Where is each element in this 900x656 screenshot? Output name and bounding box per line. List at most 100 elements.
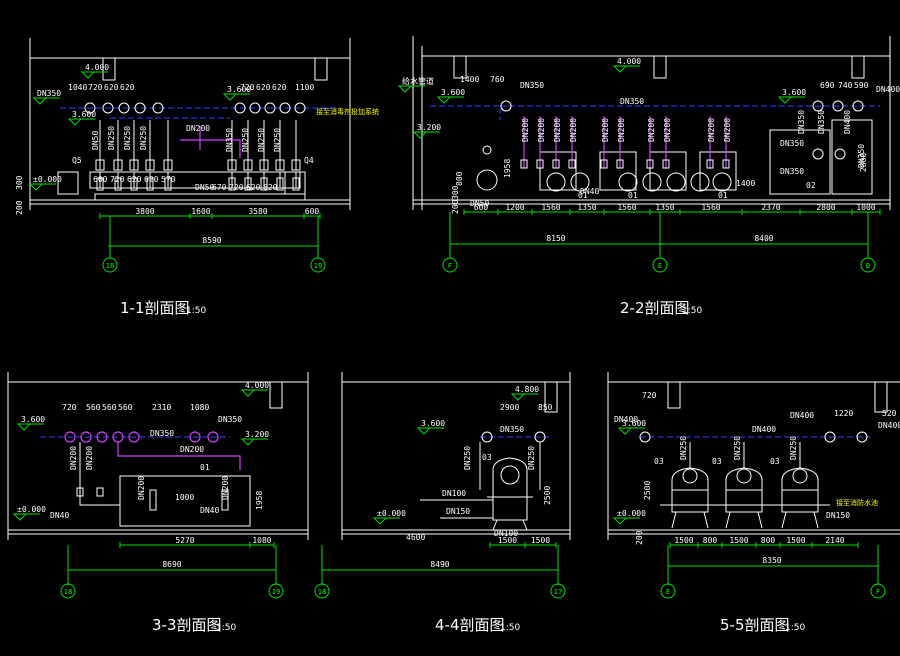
- label: 2310: [152, 403, 171, 412]
- label: 1040: [68, 83, 87, 92]
- label: 620: [144, 175, 159, 184]
- elevation-label: 3.600: [72, 110, 96, 119]
- pipe-section: [279, 102, 291, 114]
- axis-label: E: [666, 588, 670, 596]
- axis-bubble: [870, 583, 886, 599]
- cabinet-right: [831, 119, 873, 195]
- axis-label: 18: [64, 588, 72, 596]
- elevation-label: ±0.000: [377, 509, 406, 518]
- axis-bubble: [860, 257, 876, 273]
- elevation-label: ±0.000: [617, 509, 646, 518]
- label: 620: [120, 83, 135, 92]
- label: DN350: [150, 429, 174, 438]
- pipe-section: [294, 102, 306, 114]
- label: DN250: [257, 128, 266, 152]
- elevation-marker: [16, 423, 32, 431]
- elevation-marker: [28, 183, 44, 191]
- valve: [536, 159, 544, 169]
- elevation-marker: [436, 96, 452, 104]
- elevation-label: ±0.000: [33, 175, 62, 184]
- axis-bubble: [442, 257, 458, 273]
- label: 200: [635, 530, 644, 545]
- label: 620: [127, 175, 142, 184]
- pump-round: [690, 172, 710, 192]
- valve: [221, 489, 229, 511]
- elevation-marker: [222, 93, 238, 101]
- elevation-marker: [240, 438, 256, 446]
- pipe-section: [134, 102, 146, 114]
- label: 560: [118, 403, 133, 412]
- label: 800: [455, 171, 464, 186]
- dim-value: 600: [474, 203, 489, 212]
- beam: [851, 55, 865, 79]
- axis-label: 18: [106, 262, 114, 270]
- label: 03: [482, 453, 492, 462]
- elevation-label: 4.000: [617, 57, 641, 66]
- label: DN400: [790, 411, 814, 420]
- label: DN250: [241, 128, 250, 152]
- label: 760: [490, 75, 505, 84]
- section-scale: 1:50: [186, 306, 206, 316]
- dim-value: 1080: [252, 536, 271, 545]
- axis-bubble: [652, 257, 668, 273]
- elevation-label: 4.000: [85, 63, 109, 72]
- filter-vessel: [671, 467, 709, 513]
- tank-left: [57, 171, 79, 195]
- label: 620: [246, 183, 261, 192]
- label: DN350: [780, 139, 804, 148]
- valve: [662, 159, 670, 169]
- pipe-section: [832, 100, 844, 112]
- label: 560: [86, 403, 101, 412]
- label: 2500: [643, 481, 652, 500]
- elevation-marker: [240, 389, 256, 397]
- dim-value: 1500: [674, 536, 693, 545]
- beam: [314, 57, 328, 81]
- label: 670: [212, 183, 227, 192]
- elevation-marker: [412, 131, 428, 139]
- label: 01: [628, 191, 638, 200]
- axis-label: 17: [554, 588, 562, 596]
- label: DN350: [817, 110, 826, 134]
- elevation-marker: [777, 96, 793, 104]
- valve: [616, 159, 624, 169]
- elevation-label: 3.600: [421, 419, 445, 428]
- elevation-label: 给水管道: [402, 76, 434, 86]
- elevation-label: 3.600: [622, 419, 646, 428]
- label: 720: [88, 83, 103, 92]
- section-title: 5-5剖面图: [720, 616, 790, 634]
- gauge: [812, 148, 824, 160]
- filter-vessel: [725, 467, 763, 513]
- pipe-section: [189, 431, 201, 443]
- valve: [706, 159, 714, 169]
- label: 1958: [503, 159, 512, 178]
- axis-label: 18: [318, 588, 326, 596]
- elevation-label: 3.200: [245, 430, 269, 439]
- dim-value: 1200: [505, 203, 524, 212]
- elevation-marker: [612, 517, 628, 525]
- elevation-marker: [612, 65, 628, 73]
- section-title: 2-2剖面图: [620, 299, 690, 317]
- label: DN50: [91, 131, 100, 150]
- label: DN350: [620, 97, 644, 106]
- label: DN350: [225, 128, 234, 152]
- pipe-section: [102, 102, 114, 114]
- label: DN350: [780, 167, 804, 176]
- pipe-section: [207, 431, 219, 443]
- vessel-dome: [682, 468, 698, 484]
- label: 接至消防水池: [836, 498, 878, 507]
- pipe-drain: [79, 442, 120, 506]
- axis-label: E: [658, 262, 662, 270]
- note: 接至消毒剂投加系统: [316, 107, 379, 116]
- label: 560: [102, 403, 117, 412]
- dim-value: 2370: [761, 203, 780, 212]
- pipe-section: [249, 102, 261, 114]
- axis-label: 19: [314, 262, 322, 270]
- elevation-marker: [67, 118, 83, 126]
- dim-value: 1500: [531, 536, 550, 545]
- label: 02: [806, 181, 816, 190]
- label: 620: [104, 83, 119, 92]
- dim-value: 2800: [816, 203, 835, 212]
- dim-value: 3800: [135, 207, 154, 216]
- label: DN400: [614, 415, 638, 424]
